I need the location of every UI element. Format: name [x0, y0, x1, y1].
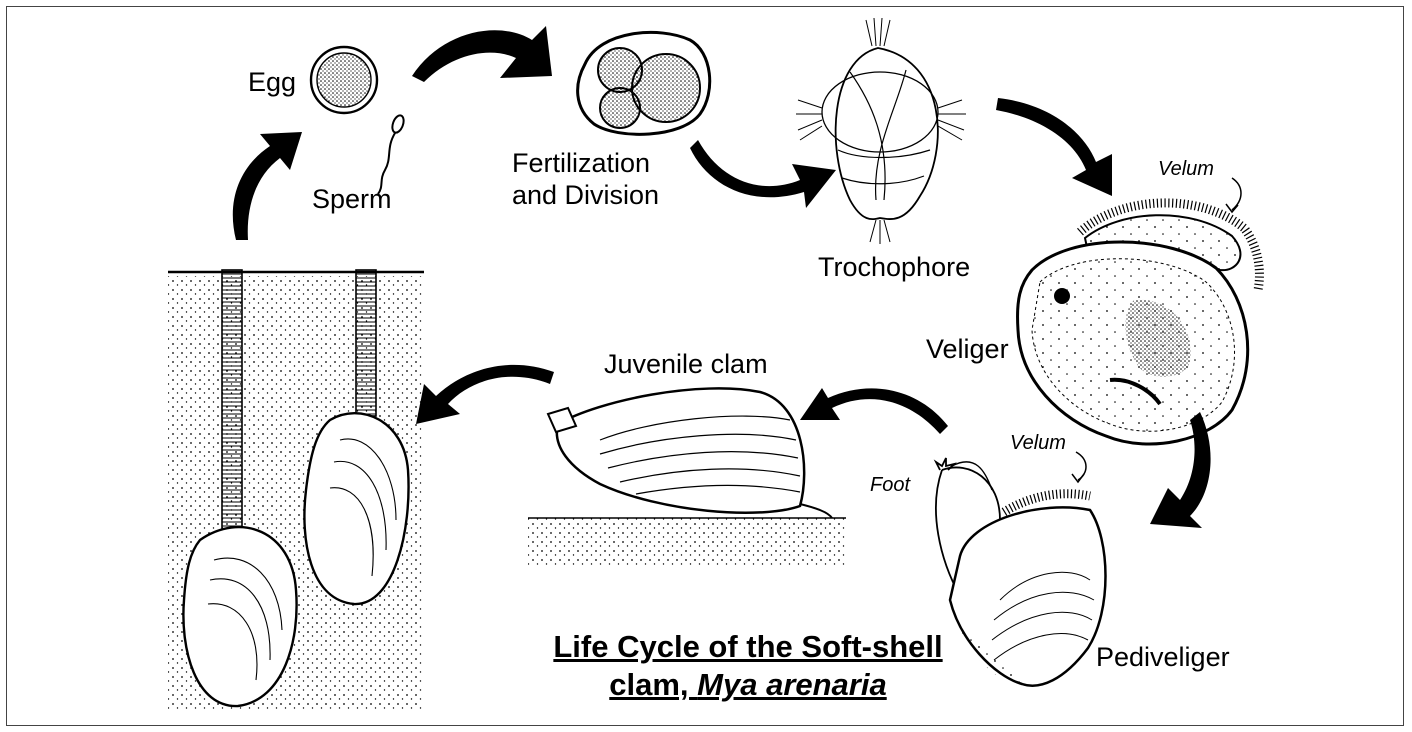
- fertilization-label-line1: Fertilization: [512, 148, 659, 180]
- juvenile-clam-drawing: [528, 388, 846, 568]
- diagram-title: Life Cycle of the Soft-shell clam, Mya a…: [542, 628, 954, 704]
- juvenile-clam-label: Juvenile clam: [604, 349, 768, 381]
- title-line1: Life Cycle of the Soft-shell: [542, 628, 954, 666]
- title-line2: clam, Mya arenaria: [542, 666, 954, 704]
- arrow-egg-to-fertilization: [412, 26, 552, 82]
- egg-drawing: [311, 47, 377, 113]
- egg-label: Egg: [248, 67, 296, 99]
- fertilization-label: Fertilization and Division: [512, 148, 659, 212]
- velum-lower-arrowhead: [1072, 474, 1084, 482]
- foot-pointer: [952, 462, 992, 490]
- adult-clams-drawing: [168, 270, 424, 710]
- veliger-label: Veliger: [926, 334, 1009, 366]
- trochophore-label: Trochophore: [818, 252, 970, 284]
- pediveliger-drawing: [936, 458, 1106, 686]
- sperm-drawing: [378, 114, 406, 194]
- veliger-drawing: [1018, 203, 1260, 444]
- pediveliger-label: Pediveliger: [1096, 642, 1230, 674]
- foot-label: Foot: [870, 474, 910, 498]
- velum-lower-pointer: [1076, 452, 1086, 480]
- arrow-adult-to-egg: [233, 132, 302, 240]
- title-line2-prefix: clam,: [609, 667, 697, 702]
- sperm-label: Sperm: [312, 184, 392, 216]
- velum-upper-pointer: [1232, 178, 1241, 210]
- trochophore-drawing: [796, 18, 966, 244]
- fertilization-label-line2: and Division: [512, 180, 659, 212]
- fertilization-division-drawing: [578, 32, 710, 134]
- velum-upper-label: Velum: [1158, 158, 1214, 182]
- arrow-trochophore-to-veliger: [996, 98, 1112, 196]
- arrow-juvenile-to-adult: [416, 365, 554, 424]
- arrow-pediveliger-to-juvenile: [800, 388, 948, 434]
- velum-lower-label: Velum: [1010, 432, 1066, 456]
- arrow-fertilization-to-trochophore: [690, 140, 836, 208]
- title-species-name: Mya arenaria: [697, 667, 887, 702]
